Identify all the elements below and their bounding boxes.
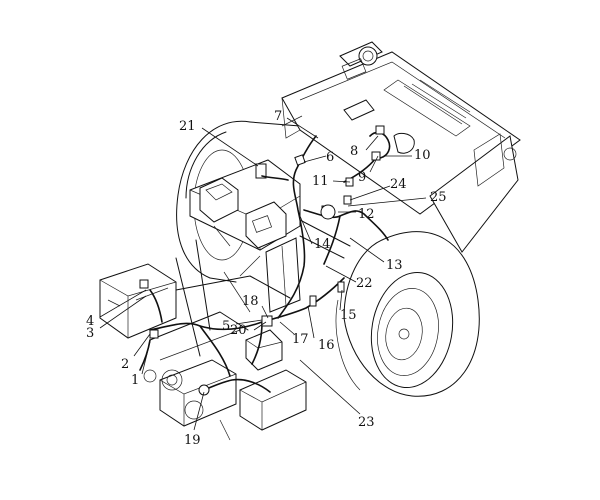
callout-17: 17 <box>292 332 309 347</box>
rear-tire <box>335 231 480 397</box>
callout-labels: 1 2 3 4 5 6 7 8 9 10 11 12 13 14 15 16 1… <box>86 109 447 448</box>
callout-3: 3 <box>86 326 94 341</box>
callout-24: 24 <box>390 177 407 192</box>
callout-6: 6 <box>326 150 334 165</box>
wiring-harness <box>139 125 391 396</box>
callout-4: 4 <box>86 314 94 329</box>
leader-lines <box>99 117 427 431</box>
callout-19: 19 <box>184 433 201 448</box>
callout-18: 18 <box>242 294 259 309</box>
callout-10: 10 <box>414 148 431 163</box>
callout-21: 21 <box>179 119 196 134</box>
callout-9: 9 <box>358 170 366 185</box>
callout-7: 7 <box>274 109 282 124</box>
callout-20: 20 <box>230 323 247 338</box>
callout-16: 16 <box>318 338 335 353</box>
engine-hood <box>281 41 521 253</box>
callout-12: 12 <box>358 207 375 222</box>
callout-1: 1 <box>131 373 139 388</box>
callout-14: 14 <box>314 237 331 252</box>
callout-2: 2 <box>121 357 129 372</box>
callout-25: 25 <box>430 190 447 205</box>
front-frame <box>99 263 307 441</box>
operator-platform <box>175 159 351 357</box>
callout-13: 13 <box>386 258 403 273</box>
callout-5: 5 <box>222 319 230 334</box>
callout-23: 23 <box>358 415 375 430</box>
callout-8: 8 <box>350 144 358 159</box>
callout-11: 11 <box>312 174 329 189</box>
callout-22: 22 <box>356 276 373 291</box>
callout-15: 15 <box>340 308 357 323</box>
